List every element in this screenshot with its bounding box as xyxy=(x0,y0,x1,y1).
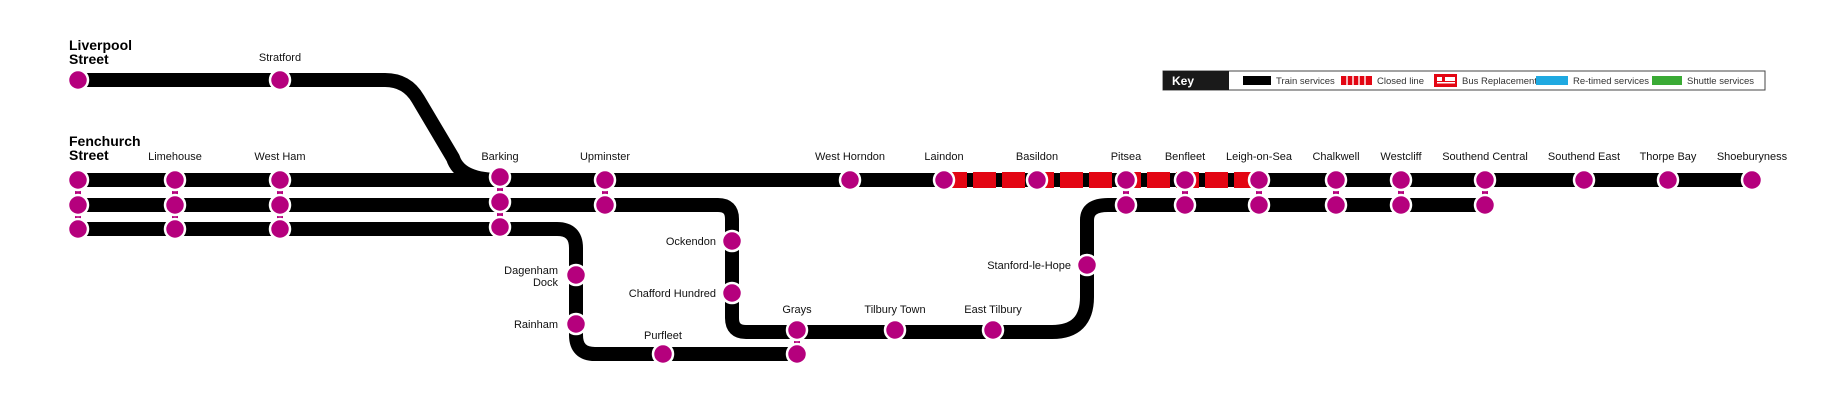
closed-line-swatch xyxy=(1341,76,1372,85)
station-label-laindon: Laindon xyxy=(924,151,963,163)
station-dot-stanford-le-hope[interactable] xyxy=(1075,253,1099,277)
station-dot-limehouse-1[interactable] xyxy=(163,168,187,192)
station-dot-grays-1[interactable] xyxy=(785,318,809,342)
bus-icon xyxy=(1434,74,1457,87)
station-label-leigh-on-sea: Leigh-on-Sea xyxy=(1226,151,1293,163)
station-dot-fenchurch-street-2[interactable] xyxy=(66,193,90,217)
station-dot-southend-central-1[interactable] xyxy=(1473,168,1497,192)
station-label-dagenham-dock-line2: Dock xyxy=(533,277,559,289)
station-dot-leigh-on-sea-2[interactable] xyxy=(1247,193,1271,217)
map-key: Key Train services Closed line Bus Repla… xyxy=(1162,70,1766,91)
station-label-east-tilbury: East Tilbury xyxy=(964,304,1022,316)
station-label-chalkwell: Chalkwell xyxy=(1312,151,1359,163)
key-label-retimed-services: Re-timed services xyxy=(1573,76,1649,87)
key-title: Key xyxy=(1172,74,1194,88)
station-dot-southend-central-2[interactable] xyxy=(1473,193,1497,217)
station-label-west-horndon: West Horndon xyxy=(815,151,885,163)
terminal-label-fenchurch-line2: Street xyxy=(69,147,109,163)
station-dot-ockendon[interactable] xyxy=(720,229,744,253)
station-labels: Stratford Limehouse West Ham Barking Upm… xyxy=(148,52,1788,342)
station-dot-fenchurch-street-3[interactable] xyxy=(66,217,90,241)
terminal-labels: Liverpool Street Fenchurch Street xyxy=(69,37,141,163)
terminal-label-liverpool-line1: Liverpool xyxy=(69,37,132,53)
station-label-purfleet: Purfleet xyxy=(644,330,682,342)
key-label-closed-line: Closed line xyxy=(1377,76,1424,87)
station-dot-southend-east[interactable] xyxy=(1572,168,1596,192)
station-label-southend-central: Southend Central xyxy=(1442,151,1528,163)
station-dot-west-ham-2[interactable] xyxy=(268,193,292,217)
closed-line-swatch-gaps xyxy=(1346,76,1366,85)
station-dot-upminster-1[interactable] xyxy=(593,168,617,192)
station-dot-barking-1[interactable] xyxy=(488,165,512,189)
station-dot-rainham[interactable] xyxy=(564,312,588,336)
station-dot-basildon[interactable] xyxy=(1025,168,1049,192)
station-dot-stratford[interactable] xyxy=(268,68,292,92)
station-label-tilbury-town: Tilbury Town xyxy=(864,304,925,316)
station-label-grays: Grays xyxy=(782,304,812,316)
station-dot-pitsea-1[interactable] xyxy=(1114,168,1138,192)
station-label-stanford-le-hope: Stanford-le-Hope xyxy=(987,260,1071,272)
station-label-thorpe-bay: Thorpe Bay xyxy=(1640,151,1697,163)
station-label-ockendon: Ockendon xyxy=(666,236,716,248)
station-label-basildon: Basildon xyxy=(1016,151,1058,163)
station-dot-tilbury-town[interactable] xyxy=(883,318,907,342)
station-label-dagenham-dock-line1: Dagenham xyxy=(504,265,558,277)
station-dot-benfleet-2[interactable] xyxy=(1173,193,1197,217)
station-dot-laindon[interactable] xyxy=(932,168,956,192)
station-dot-fenchurch-street-1[interactable] xyxy=(66,168,90,192)
station-label-stratford: Stratford xyxy=(259,52,301,64)
station-dot-purfleet[interactable] xyxy=(651,342,675,366)
track-liverpool-street-to-barking xyxy=(78,73,501,187)
station-dot-west-ham-1[interactable] xyxy=(268,168,292,192)
station-dot-westcliff-2[interactable] xyxy=(1389,193,1413,217)
station-dot-pitsea-2[interactable] xyxy=(1114,193,1138,217)
station-dot-limehouse-3[interactable] xyxy=(163,217,187,241)
track-rainham-loop xyxy=(78,222,797,361)
station-label-southend-east: Southend East xyxy=(1548,151,1620,163)
station-label-west-ham: West Ham xyxy=(254,151,305,163)
terminal-label-fenchurch-line1: Fenchurch xyxy=(69,133,141,149)
station-dot-thorpe-bay[interactable] xyxy=(1656,168,1680,192)
station-dot-shoeburyness[interactable] xyxy=(1740,168,1764,192)
station-dot-chafford-hundred[interactable] xyxy=(720,281,744,305)
retimed-line-swatch xyxy=(1536,76,1568,85)
station-dot-barking-2[interactable] xyxy=(488,190,512,214)
station-dot-chalkwell-2[interactable] xyxy=(1324,193,1348,217)
train-line-swatch xyxy=(1243,76,1271,85)
station-dot-west-horndon[interactable] xyxy=(838,168,862,192)
station-dot-upminster-2[interactable] xyxy=(593,193,617,217)
station-label-rainham: Rainham xyxy=(514,319,558,331)
station-dot-chalkwell-1[interactable] xyxy=(1324,168,1348,192)
station-label-pitsea: Pitsea xyxy=(1111,151,1142,163)
terminal-label-liverpool-line2: Street xyxy=(69,51,109,67)
station-label-chafford-hundred: Chafford Hundred xyxy=(629,288,716,300)
station-dot-west-ham-3[interactable] xyxy=(268,217,292,241)
station-label-shoeburyness: Shoeburyness xyxy=(1717,151,1788,163)
station-label-upminster: Upminster xyxy=(580,151,630,163)
station-dot-barking-3[interactable] xyxy=(488,215,512,239)
key-label-bus-replacement: Bus Replacement xyxy=(1462,76,1537,87)
station-dots xyxy=(66,68,1764,366)
station-label-westcliff: Westcliff xyxy=(1380,151,1422,163)
shuttle-line-swatch xyxy=(1652,76,1682,85)
station-dot-liverpool-street[interactable] xyxy=(66,68,90,92)
station-dot-dagenham-dock[interactable] xyxy=(564,263,588,287)
station-dot-leigh-on-sea-1[interactable] xyxy=(1247,168,1271,192)
station-label-limehouse: Limehouse xyxy=(148,151,202,163)
station-dot-limehouse-2[interactable] xyxy=(163,193,187,217)
key-label-train-services: Train services xyxy=(1276,76,1335,87)
station-dot-benfleet-1[interactable] xyxy=(1173,168,1197,192)
station-dot-grays-2[interactable] xyxy=(785,342,809,366)
key-label-shuttle-services: Shuttle services xyxy=(1687,76,1754,87)
station-dot-westcliff-1[interactable] xyxy=(1389,168,1413,192)
station-label-benfleet: Benfleet xyxy=(1165,151,1205,163)
station-dot-east-tilbury[interactable] xyxy=(981,318,1005,342)
key-title-box xyxy=(1163,71,1229,90)
station-label-barking: Barking xyxy=(481,151,518,163)
